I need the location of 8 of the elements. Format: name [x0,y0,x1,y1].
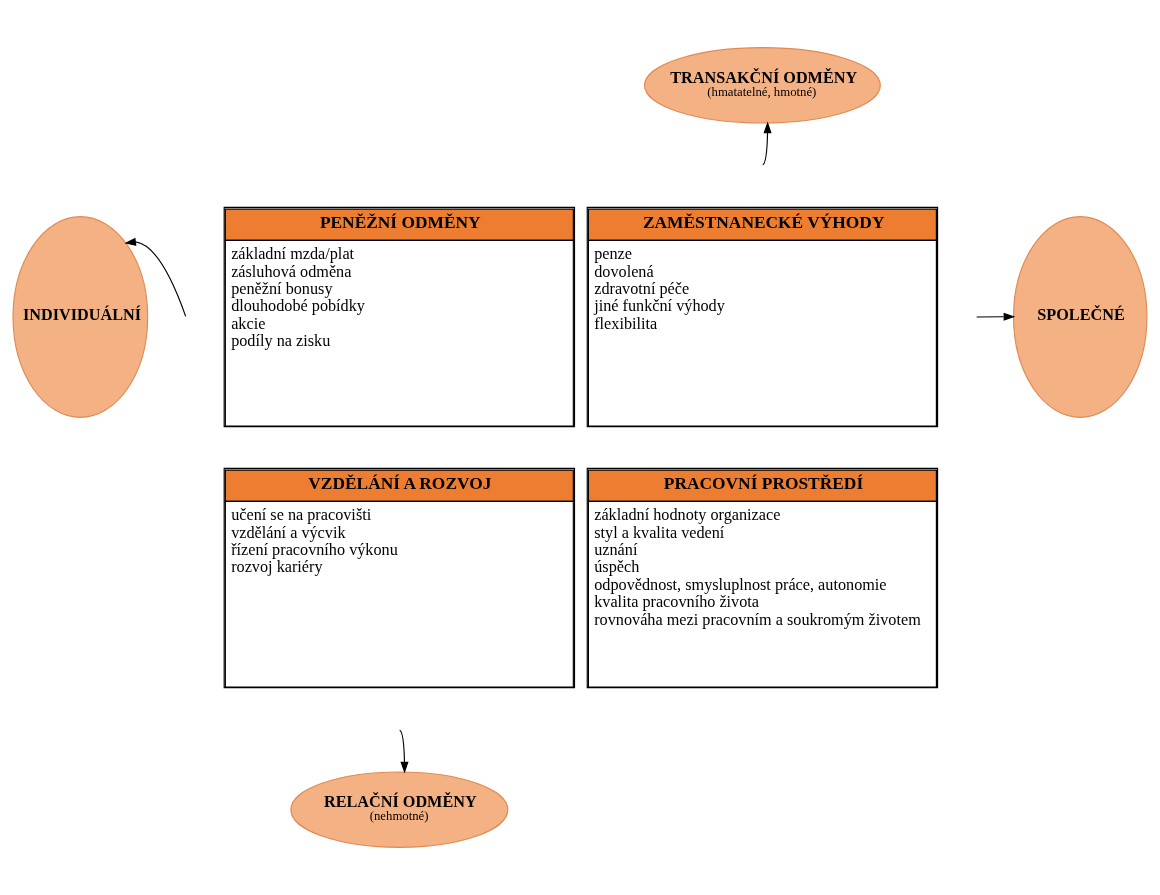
node-ellipse: INDIVIDUÁLNÍ [12,216,149,418]
arrow [762,121,772,166]
arrow [399,729,409,774]
node-ellipse: TRANSAKČNÍ ODMĚNY (hmatatelné, hmotné) [643,47,881,124]
arrow [976,312,1016,321]
node-ellipse: RELAČNÍ ODMĚNY (nehmotné) [290,771,509,848]
arrow [124,237,187,317]
node-ellipse: SPOLEČNÉ [1012,216,1148,418]
